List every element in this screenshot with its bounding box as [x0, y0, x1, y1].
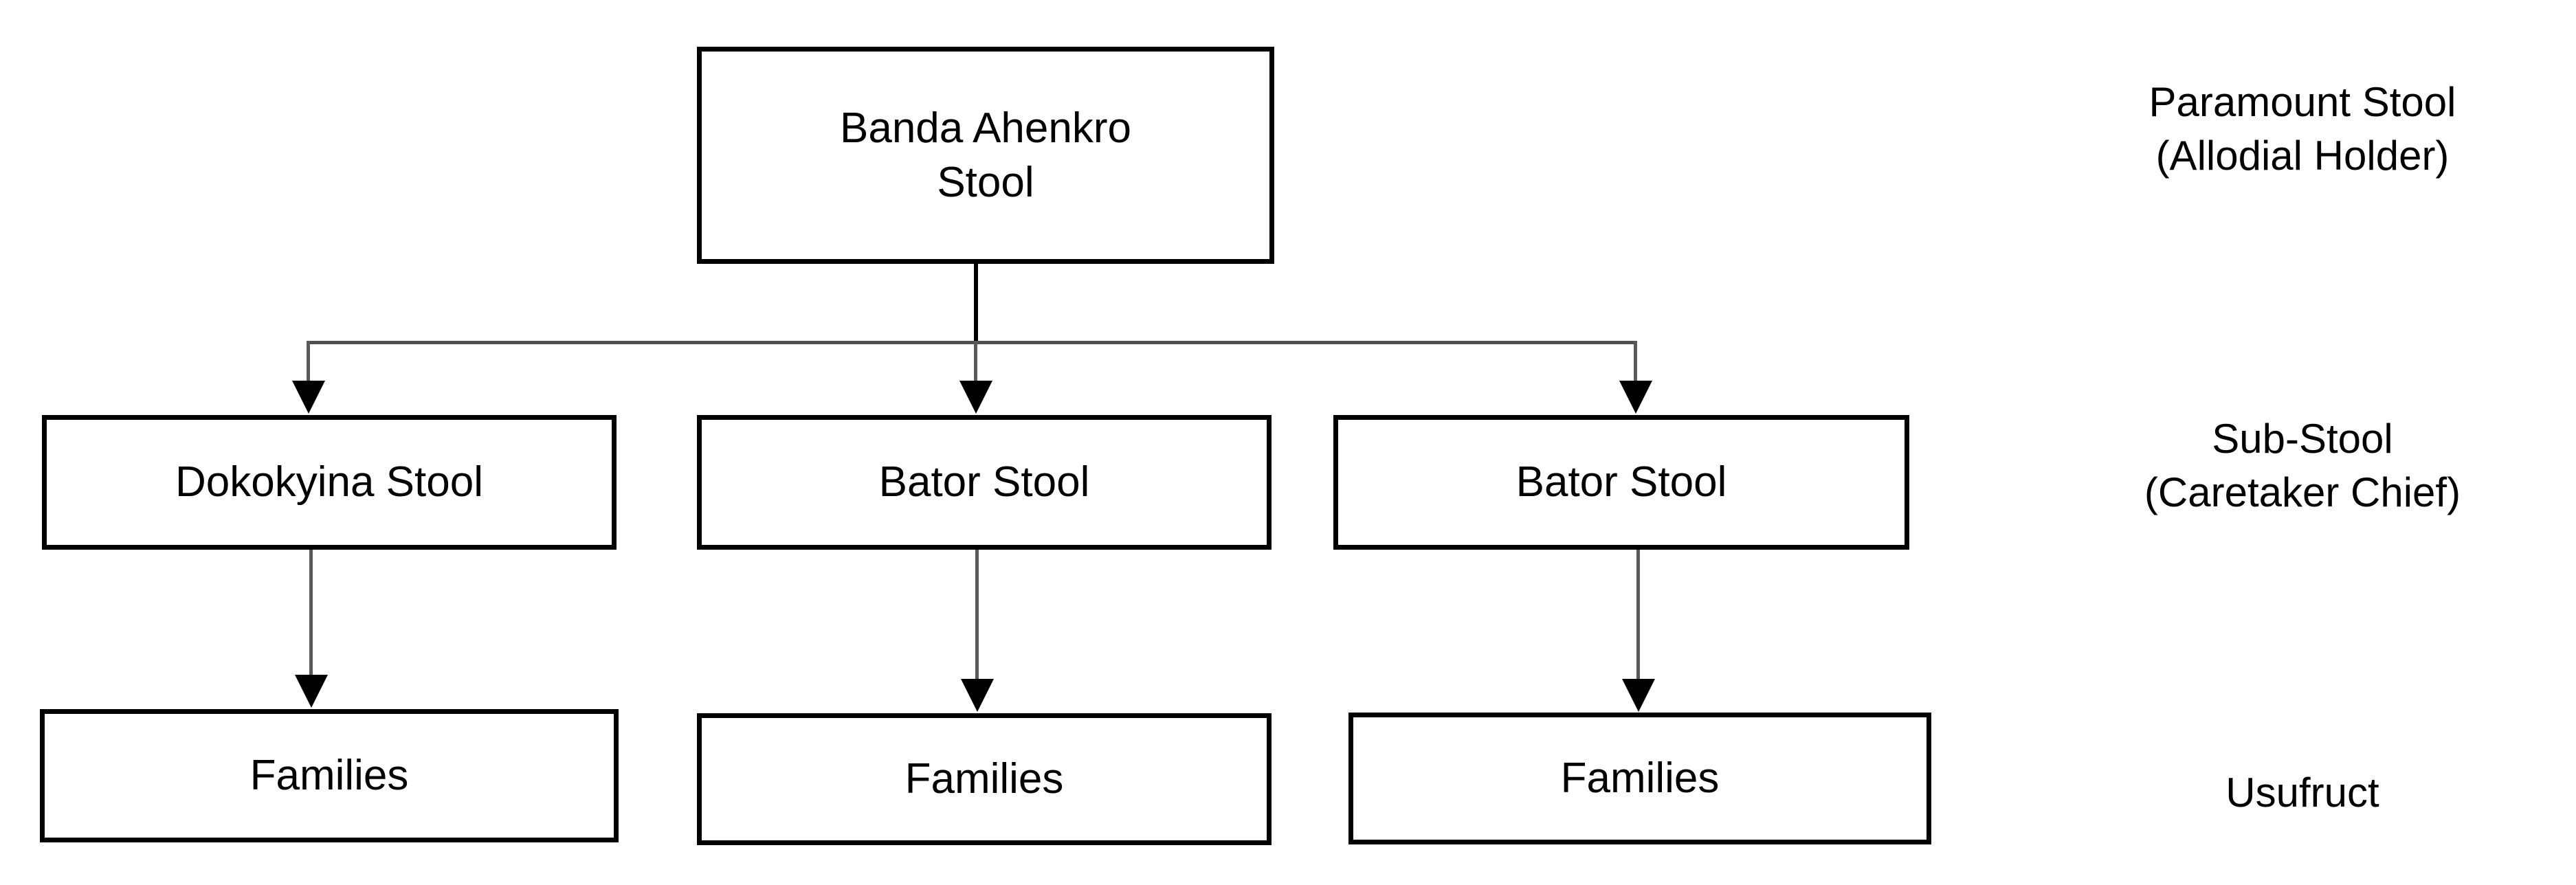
- connector-drop-dokokyina: [307, 341, 310, 382]
- connector-drop-bator-2: [1634, 341, 1637, 382]
- node-bator-stool-2[interactable]: Bator Stool: [1333, 415, 1909, 550]
- node-dokokyina-stool[interactable]: Dokokyina Stool: [42, 415, 617, 550]
- connector-dokokyina-to-families: [309, 550, 313, 676]
- connector-trunk-paramount: [974, 264, 978, 344]
- node-label: Bator Stool: [1515, 458, 1727, 506]
- connector-bator-1-to-families: [975, 550, 979, 680]
- arrowhead-families-3: [1622, 679, 1655, 712]
- tier-label-usufruct: Usufruct: [2225, 770, 2379, 816]
- arrowhead-dokokyina: [292, 381, 325, 414]
- arrowhead-bator-2: [1619, 381, 1652, 414]
- node-label: Dokokyina Stool: [175, 458, 484, 506]
- node-banda-ahenkro-stool[interactable]: Banda Ahenkro Stool: [697, 47, 1274, 264]
- arrowhead-families-2: [961, 679, 994, 712]
- node-label: Banda Ahenkro Stool: [839, 104, 1131, 206]
- node-label: Families: [904, 755, 1064, 803]
- node-families-1[interactable]: Families: [40, 709, 619, 842]
- connector-drop-bator-1: [974, 341, 977, 382]
- connector-bator-2-to-families: [1636, 550, 1640, 680]
- arrowhead-bator-1: [959, 381, 992, 414]
- node-label: Families: [249, 752, 409, 800]
- node-families-3[interactable]: Families: [1348, 713, 1931, 844]
- arrowhead-families-1: [295, 675, 328, 708]
- tier-label-sub-stool: Sub-Stool (Caretaker Chief): [2144, 416, 2461, 515]
- node-label: Families: [1560, 754, 1720, 803]
- node-label: Bator Stool: [878, 458, 1090, 506]
- node-families-2[interactable]: Families: [697, 713, 1272, 845]
- node-bator-stool-1[interactable]: Bator Stool: [697, 415, 1272, 550]
- tier-label-paramount-stool: Paramount Stool (Allodial Holder): [2148, 79, 2456, 179]
- connector-distribution-bar: [307, 341, 1637, 344]
